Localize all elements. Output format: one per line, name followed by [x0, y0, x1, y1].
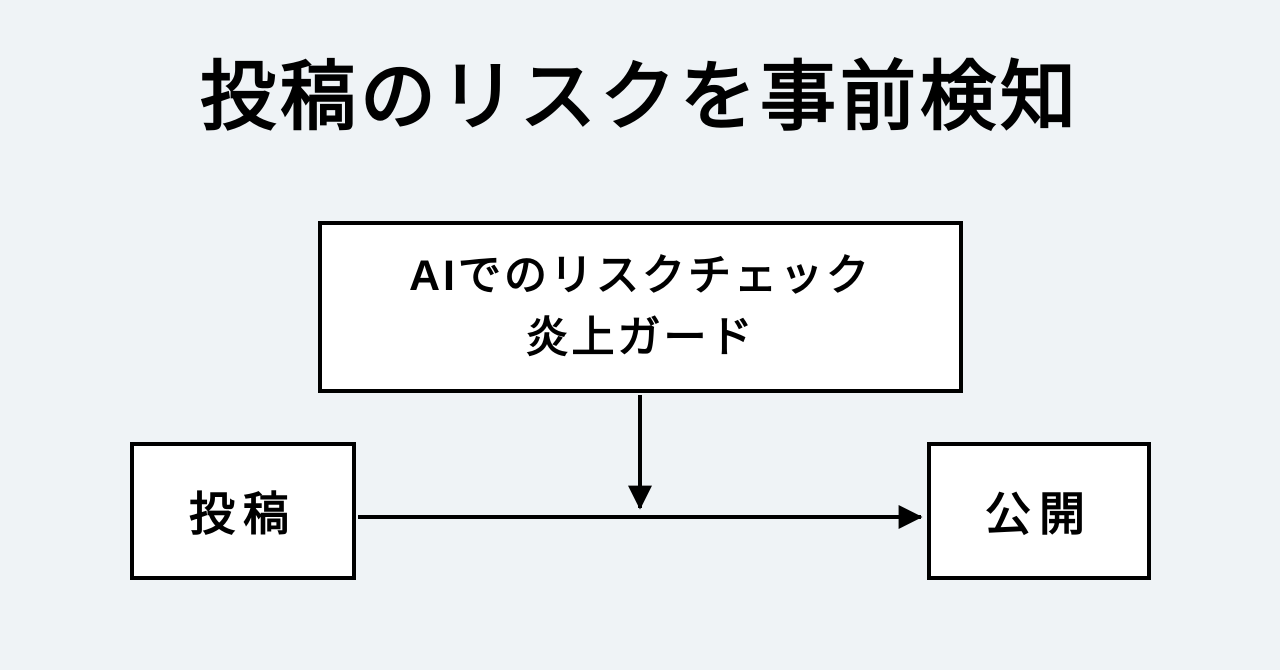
ai-risk-check-line2: 炎上ガード	[525, 314, 756, 362]
page-title: 投稿のリスクを事前検知	[200, 55, 1080, 140]
publish-box-label: 公開	[985, 488, 1093, 540]
publish-box: 公開	[927, 442, 1151, 580]
ai-risk-check-line1: AIでのリスクチェック	[409, 251, 872, 300]
ai-risk-check-box: AIでのリスクチェック 炎上ガード	[318, 221, 963, 393]
post-box-label: 投稿	[189, 488, 297, 540]
post-box: 投稿	[130, 442, 356, 580]
